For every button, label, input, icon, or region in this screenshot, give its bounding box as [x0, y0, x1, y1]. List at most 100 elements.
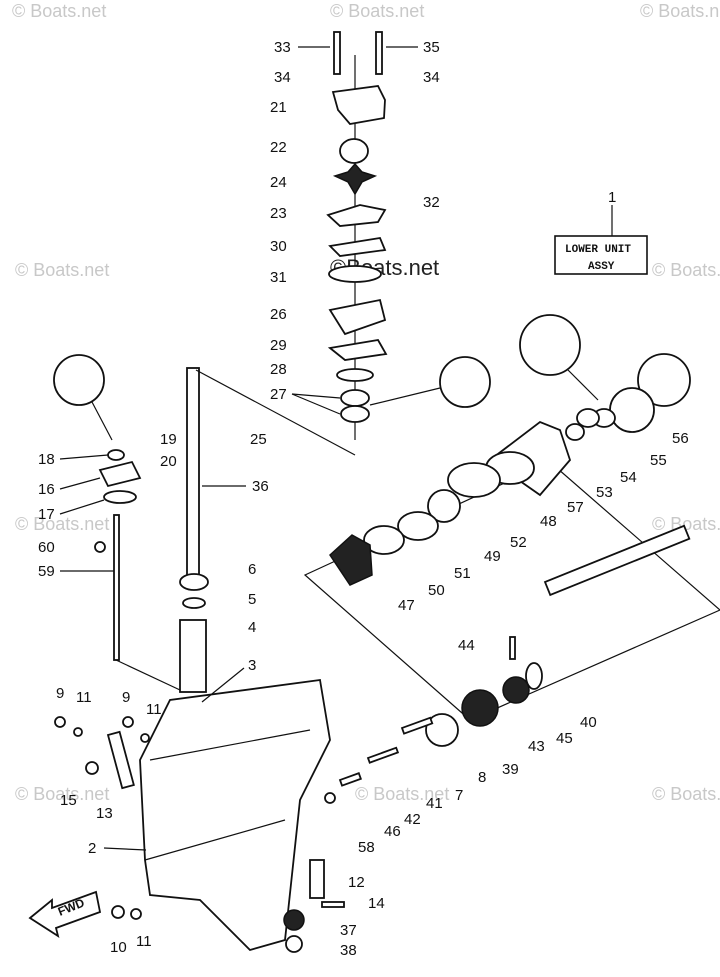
callout-number: 5	[248, 591, 256, 608]
callout-number: 26	[270, 306, 287, 323]
callout-number: 52	[510, 534, 527, 551]
cover-ring	[637, 353, 691, 407]
bolt	[85, 761, 99, 775]
washer	[140, 733, 150, 743]
callout-number: 45	[556, 730, 573, 747]
callout-number: 31	[270, 269, 287, 286]
gear-case-housing	[139, 678, 331, 952]
callout-number: 7	[455, 787, 463, 804]
callout-number: 40	[580, 714, 597, 731]
oil-seal	[340, 389, 370, 407]
shim	[182, 597, 206, 609]
callout-number: 43	[528, 738, 545, 755]
callout-number: 16	[38, 481, 55, 498]
gasket-plate	[326, 204, 387, 227]
watermark: © Boats.net	[330, 1, 424, 21]
callout-number: 25	[250, 431, 267, 448]
needle-bearing	[565, 423, 585, 441]
gasket	[285, 935, 303, 953]
callout-number: 17	[38, 506, 55, 523]
watermark: © Boats.net	[15, 514, 109, 534]
callout-number: 56	[672, 430, 689, 447]
drive-shaft	[186, 367, 200, 579]
pump-insert	[339, 138, 369, 164]
screw	[321, 901, 345, 908]
callout-number: 10	[110, 939, 127, 956]
watermark: © Boats.net	[15, 784, 109, 804]
circlip	[94, 541, 106, 553]
watermark: © Boats.net	[652, 514, 720, 534]
callout-number: 33	[274, 39, 291, 56]
washer	[107, 449, 125, 461]
callout-number: 6	[248, 561, 256, 578]
callout-number: 48	[540, 513, 557, 530]
o-ring	[103, 490, 137, 504]
water-pump-stack	[326, 31, 388, 440]
callout-number: 39	[502, 761, 519, 778]
reverse-gear	[329, 534, 373, 586]
impeller	[332, 162, 378, 196]
callout-number: 30	[270, 238, 287, 255]
washer	[73, 727, 83, 737]
lubricant-callouts	[53, 314, 599, 441]
spring	[525, 662, 543, 690]
callout-number: 41	[426, 795, 443, 812]
shift-slide	[338, 772, 362, 787]
thrust-washer	[363, 525, 405, 555]
callout-number: 8	[478, 769, 486, 786]
spring	[400, 716, 434, 735]
callout-number: 38	[340, 942, 357, 959]
drain-screw	[283, 909, 305, 931]
shift-rod	[113, 514, 120, 661]
watermark: © Boats.net	[652, 260, 720, 280]
propeller-shaft	[543, 524, 691, 597]
dog-clutch	[502, 676, 530, 704]
callout-number: 4	[248, 619, 256, 636]
callouts: 33 35 34 34 21 22 24 32 23 30 31 26 29 2…	[38, 39, 689, 959]
lower-case	[54, 678, 345, 953]
propeller-shaft-assembly	[303, 353, 720, 804]
callout-number: 34	[423, 69, 440, 86]
callout-number: 19	[160, 431, 177, 448]
callout-number: 20	[160, 453, 177, 470]
callout-number: 34	[274, 69, 291, 86]
watermark: © Boats.net	[652, 784, 720, 804]
callout-number: 13	[96, 805, 113, 822]
bolt	[111, 905, 125, 919]
callout-number: 57	[567, 499, 584, 516]
pump-bolt	[375, 31, 383, 75]
drain-plate	[309, 859, 325, 899]
box-subtitle: ASSY	[588, 261, 615, 273]
callout-number: 51	[454, 565, 471, 582]
callout-number: 49	[484, 548, 501, 565]
oil-seal	[340, 405, 370, 423]
callout-number: 47	[398, 597, 415, 614]
callout-number: 28	[270, 361, 287, 378]
callout-number: 9	[122, 689, 130, 706]
drive-shaft-group	[179, 367, 356, 712]
callout-number: 36	[252, 478, 269, 495]
callout-number: 53	[596, 484, 613, 501]
callout-number: 59	[38, 563, 55, 580]
callout-number: 11	[146, 701, 162, 718]
shim	[397, 511, 439, 541]
watermark: © Boats.net	[12, 1, 106, 21]
callout-number: 35	[423, 39, 440, 56]
sleeve	[179, 619, 207, 693]
gasket	[327, 339, 388, 361]
bearing	[179, 573, 209, 591]
o-ring	[336, 368, 374, 382]
callout-number: 9	[56, 685, 64, 702]
callout-number: 11	[136, 933, 152, 950]
callout-number: 50	[428, 582, 445, 599]
callout-number: 14	[368, 895, 385, 912]
lower-unit-assy-box: 1 LOWER UNIT ASSY	[554, 189, 648, 275]
snap-ring	[609, 387, 655, 433]
watermark: © Boats.net	[640, 1, 720, 21]
ball-bearing	[427, 489, 461, 523]
callout-number: 55	[650, 452, 667, 469]
bolt	[54, 716, 66, 728]
pump-case	[328, 298, 387, 336]
o-ring	[447, 462, 501, 498]
